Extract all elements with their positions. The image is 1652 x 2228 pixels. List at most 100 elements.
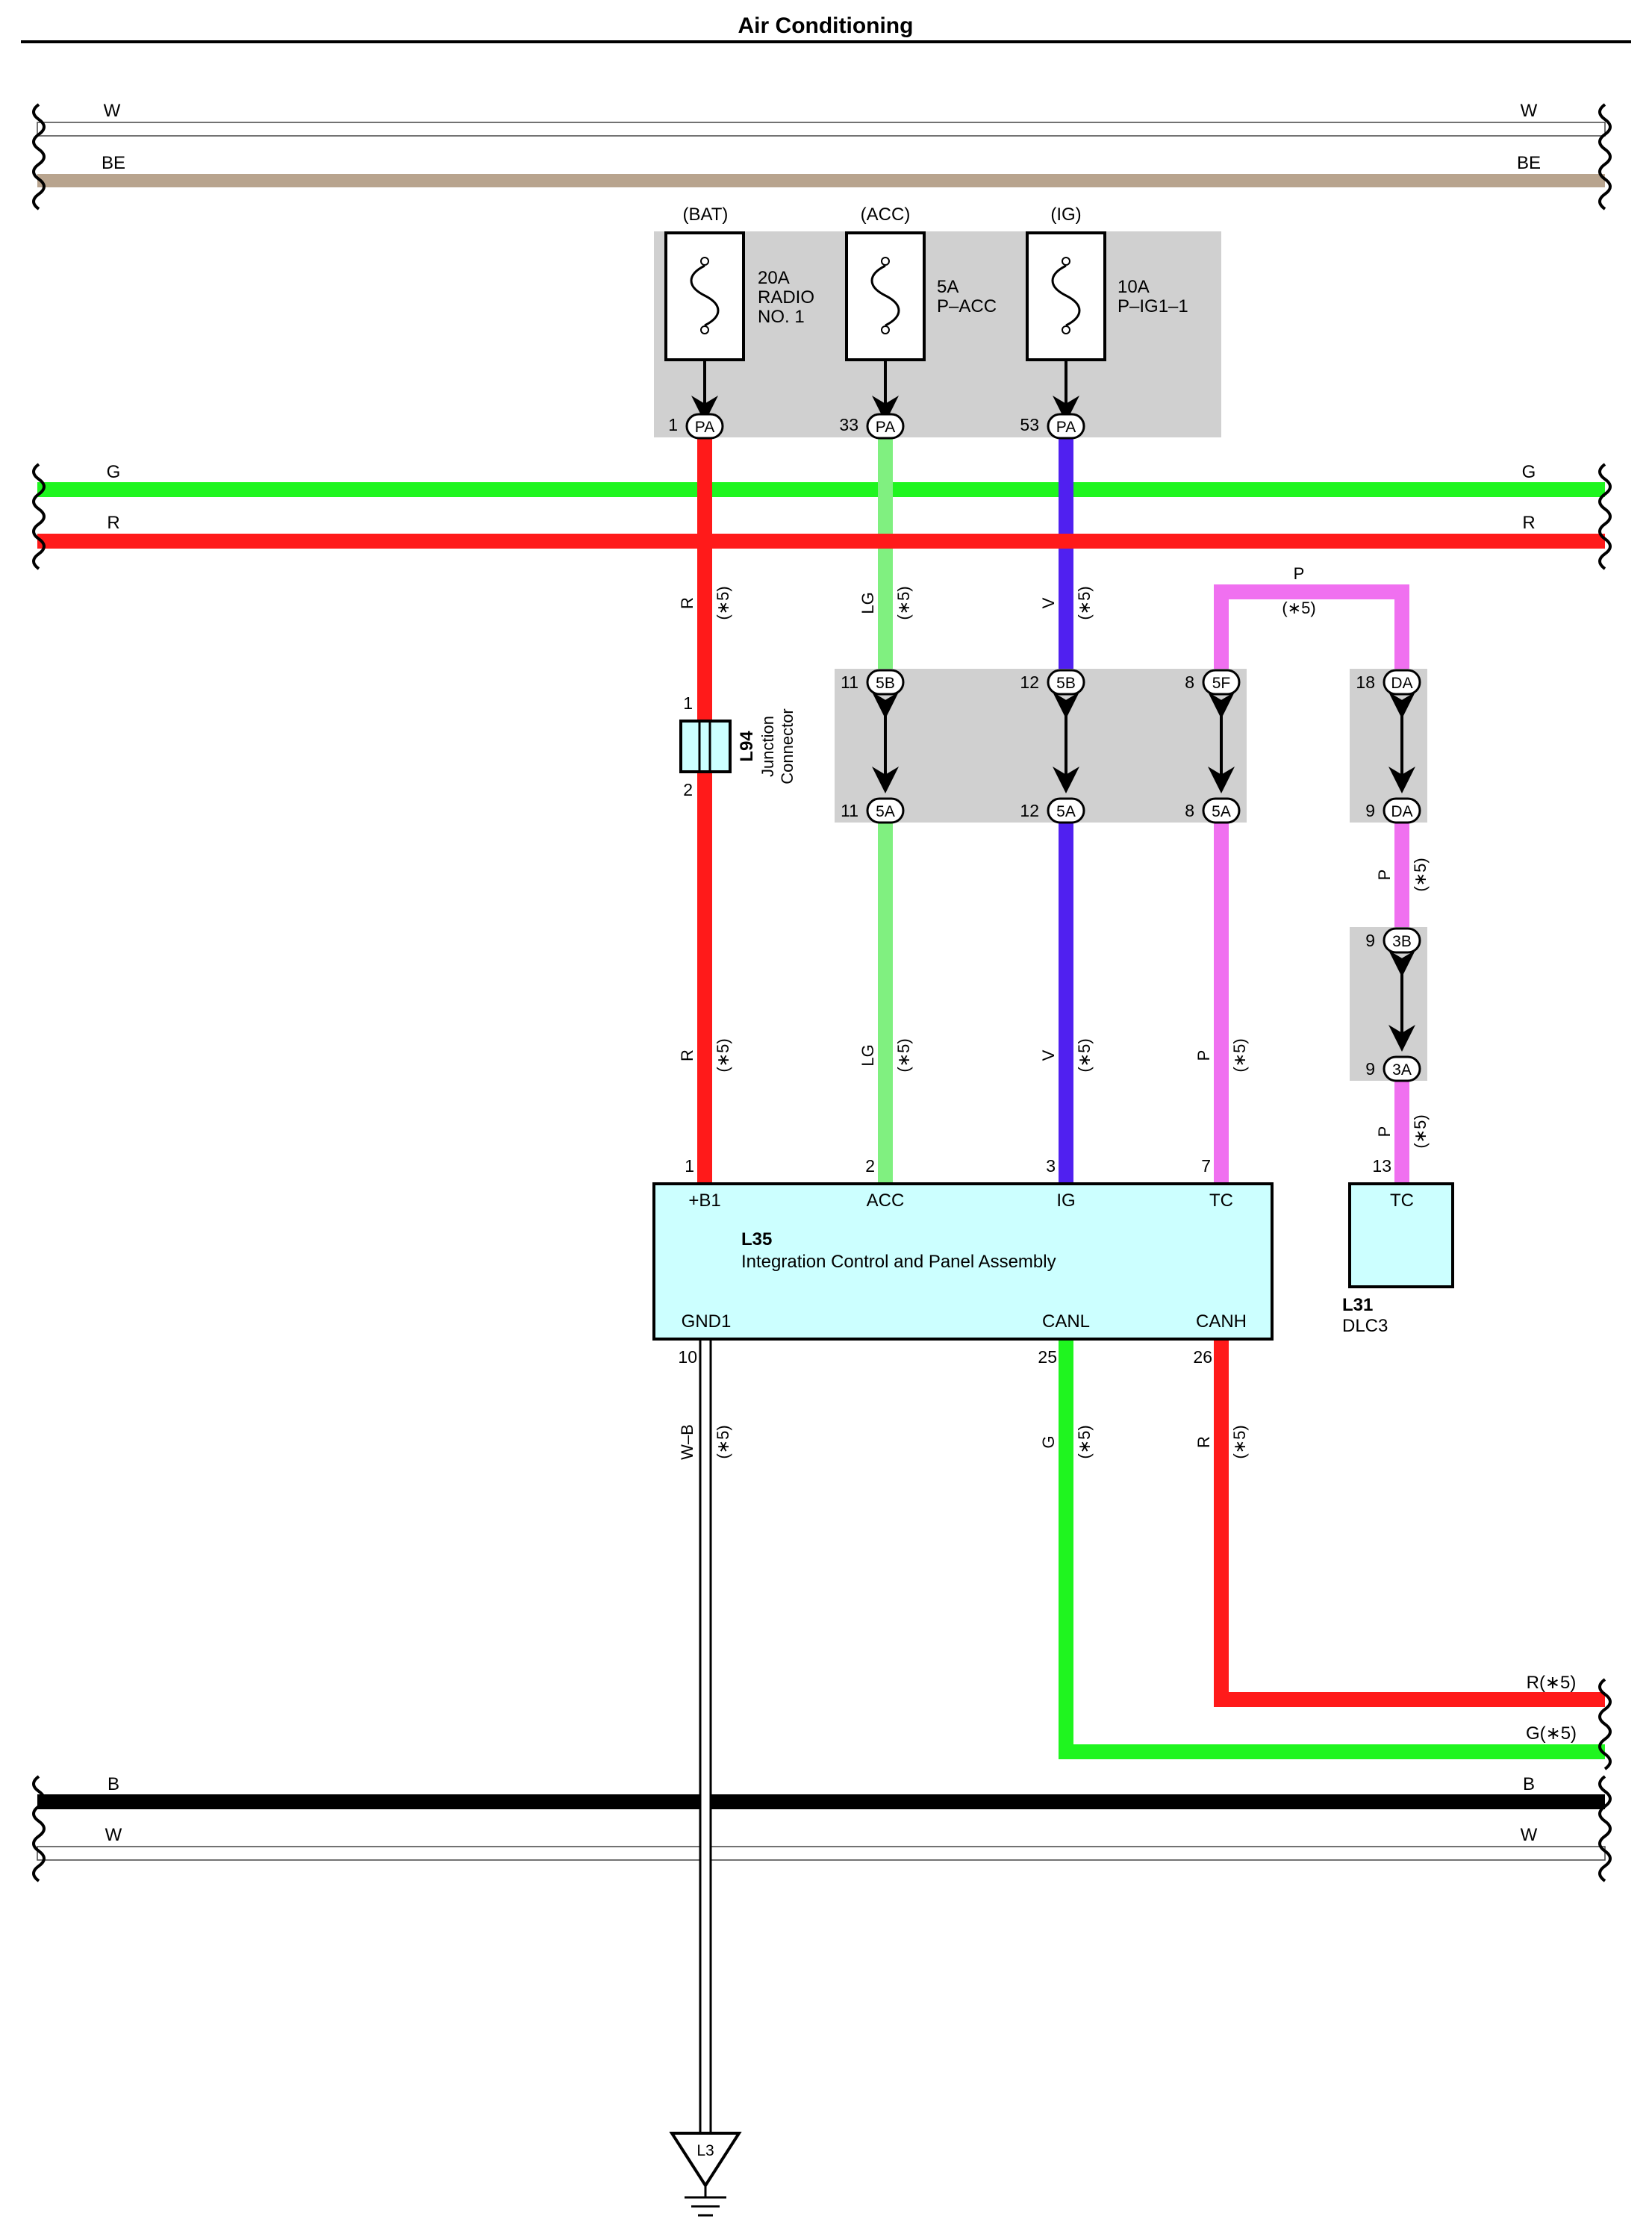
bus-bot-w: W W	[37, 1825, 1606, 1861]
l35-id: L35	[741, 1229, 772, 1249]
junction-5b-5a-11: 11 5B 11 5A	[841, 669, 905, 824]
l35-pin-7: 7	[1201, 1156, 1211, 1176]
junction-5f-5a-8: 8 5F 8 5A	[1185, 669, 1241, 824]
l31-name: DLC3	[1342, 1316, 1388, 1336]
lbl-v-upper: V	[1039, 597, 1058, 608]
svg-text:3A: 3A	[1392, 1061, 1412, 1079]
lbl-note-g-canl: (∗5)	[1075, 1425, 1094, 1458]
svg-text:P: P	[1194, 1050, 1213, 1061]
junction-connector-l94: 1 2 L94 Junction Connector	[679, 693, 797, 799]
svg-text:1: 1	[668, 415, 678, 434]
fuse-ig-element	[1051, 264, 1081, 327]
fuse-ig-name: P–IG1–1	[1118, 296, 1188, 316]
break-mark-mid-right	[1598, 463, 1612, 570]
lbl-lg-upper: LG	[858, 592, 877, 614]
svg-text:LG: LG	[858, 1044, 877, 1066]
wire-p-loop	[1214, 584, 1409, 672]
fuse-radio-no1: (BAT) 20A RADIO NO. 1	[664, 205, 814, 422]
l35-pin-name-b1: +B1	[688, 1191, 720, 1211]
svg-text:PA: PA	[695, 419, 714, 436]
lbl-note-p-loop: (∗5)	[1282, 599, 1315, 617]
l31-pin-name: TC	[1390, 1191, 1414, 1211]
ground-id: L3	[696, 2142, 714, 2159]
svg-text:V: V	[1039, 1049, 1058, 1061]
svg-text:11: 11	[841, 801, 858, 820]
lbl-r-upper: R	[678, 597, 696, 609]
fuse-acc-element	[870, 264, 900, 327]
svg-text:8: 8	[1185, 673, 1194, 692]
fuse-p-ig1-1: (IG) 10A P–IG1–1	[1026, 205, 1188, 422]
l35-pin-26: 26	[1193, 1347, 1212, 1367]
fuse-radio-element	[690, 264, 720, 327]
bus-mid-r-label-left: R	[107, 513, 119, 533]
lbl-note-wb: (∗5)	[714, 1425, 732, 1458]
l35-pin-name-tc: TC	[1209, 1191, 1233, 1211]
l94-name1: Junction	[758, 716, 777, 777]
l94-pin-top: 1	[683, 693, 693, 713]
fuse-radio-source: (BAT)	[683, 205, 729, 225]
wire-g-canl	[1059, 1341, 1605, 1759]
l94-pin-bottom: 2	[683, 780, 693, 799]
svg-text:5A: 5A	[1056, 803, 1076, 820]
break-mark-top-right	[1598, 103, 1612, 210]
lbl-r-canh: R	[1194, 1436, 1213, 1448]
lbl-r-bottom: R(∗5)	[1527, 1673, 1577, 1693]
l35-body	[652, 1182, 1274, 1341]
bus-top-be-label-right: BE	[1517, 153, 1541, 173]
module-l31-dlc3: 13 TC L31 DLC3	[1342, 1156, 1454, 1336]
fuse-acc-source: (ACC)	[861, 205, 911, 225]
bus-bot-b-label-right: B	[1523, 1774, 1535, 1794]
l31-pin-13: 13	[1372, 1156, 1391, 1176]
break-mark-bot-right	[1598, 1775, 1612, 1882]
l35-pin-1: 1	[685, 1156, 694, 1176]
bus-bot-b-label-left: B	[107, 1774, 119, 1794]
svg-text:5B: 5B	[876, 675, 895, 692]
lbl-p-dlc-mid: P	[1375, 870, 1394, 881]
wire-r-canh	[1214, 1341, 1605, 1707]
bus-top-be: BE BE	[37, 153, 1605, 187]
lbl-note-r-upper: (∗5)	[714, 586, 732, 620]
svg-text:12: 12	[1020, 801, 1039, 820]
fuse-block	[654, 231, 1221, 437]
lbl-p-loop: P	[1294, 564, 1305, 583]
bus-top-w-label-right: W	[1521, 101, 1538, 121]
bus-mid-g-label-left: G	[107, 462, 121, 482]
svg-text:5F: 5F	[1212, 675, 1231, 692]
svg-text:12: 12	[1020, 673, 1039, 692]
junction-block-5	[835, 669, 1247, 823]
fuse-p-acc: (ACC) 5A P–ACC	[845, 205, 997, 422]
l94-name2: Connector	[778, 708, 797, 784]
svg-text:PA: PA	[1056, 419, 1076, 436]
svg-text:(∗5): (∗5)	[894, 1038, 913, 1072]
diagram-title: Air Conditioning	[738, 13, 914, 38]
svg-text:R: R	[678, 1049, 696, 1061]
break-mark-top-left	[32, 103, 46, 210]
svg-text:(∗5): (∗5)	[1230, 1038, 1249, 1072]
bus-top-w-label-left: W	[104, 101, 121, 121]
svg-text:P: P	[1375, 1126, 1394, 1138]
break-mark-can-right	[1598, 1678, 1612, 1770]
l35-pin-name-acc: ACC	[867, 1191, 905, 1211]
lbl-note-v-upper: (∗5)	[1075, 586, 1094, 620]
svg-text:DA: DA	[1391, 803, 1412, 820]
svg-text:PA: PA	[876, 419, 895, 436]
conn-pa-53: 53 PA	[1020, 413, 1085, 440]
l35-pin-name-ig: IG	[1056, 1191, 1075, 1211]
svg-text:11: 11	[841, 673, 858, 692]
svg-text:(∗5): (∗5)	[1411, 1114, 1430, 1148]
svg-text:18: 18	[1356, 673, 1375, 692]
l31-body	[1348, 1182, 1454, 1288]
bus-bot-b: B B	[37, 1774, 1605, 1809]
lbl-note-r-canh: (∗5)	[1230, 1425, 1249, 1458]
ground-triangle	[669, 2132, 742, 2188]
lbl-note-lg-upper: (∗5)	[894, 586, 913, 620]
break-mark-mid-left	[32, 463, 46, 570]
svg-text:(∗5): (∗5)	[714, 1038, 732, 1072]
svg-text:(∗5): (∗5)	[1075, 1038, 1094, 1072]
l35-pin-name-canh: CANH	[1196, 1311, 1247, 1332]
lbl-g-bottom: G(∗5)	[1526, 1723, 1577, 1744]
fuse-acc-rating: 5A	[937, 277, 959, 297]
lbl-g-canl: G	[1039, 1435, 1058, 1448]
svg-text:53: 53	[1020, 415, 1039, 434]
